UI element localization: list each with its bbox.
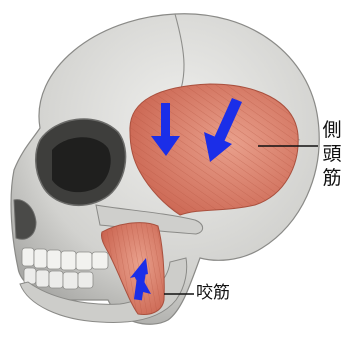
temporalis-label-char-2: 頭 bbox=[320, 142, 344, 166]
masseter-label: 咬筋 bbox=[196, 282, 230, 304]
temporalis-label-char-1: 側 bbox=[320, 118, 344, 142]
temporalis-label: 側 頭 筋 bbox=[320, 118, 344, 190]
temporalis-label-char-3: 筋 bbox=[320, 166, 344, 190]
